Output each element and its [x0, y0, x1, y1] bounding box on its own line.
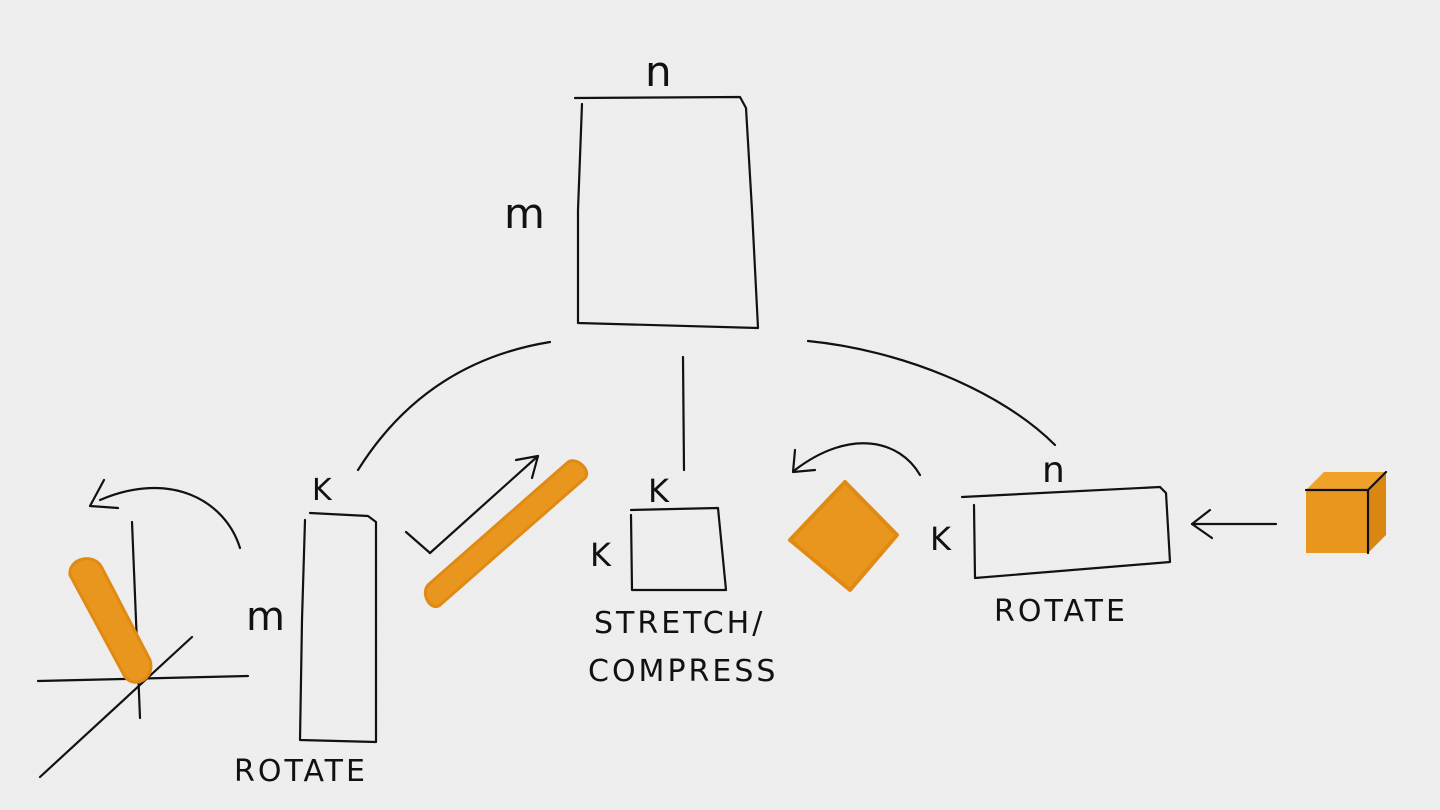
curved-arrow-right — [791, 442, 922, 477]
arrow-cube-to-right-matrix — [1190, 508, 1278, 540]
right-k-label: K — [930, 520, 952, 558]
middle-caption-line2: COMPRESS — [588, 654, 778, 689]
arc-right — [806, 339, 1057, 447]
left-matrix: K m ROTATE — [234, 473, 378, 789]
top-n-label: n — [645, 47, 672, 96]
right-matrix: n K ROTATE — [930, 450, 1172, 629]
axis-diagonal — [38, 635, 194, 779]
mid-k-top-label: K — [648, 472, 670, 510]
line-middle — [681, 355, 686, 472]
top-matrix: n m — [504, 47, 760, 330]
left-k-label: K — [312, 473, 333, 508]
curved-arrow-left — [88, 478, 242, 550]
top-m-label: m — [504, 189, 545, 238]
right-caption: ROTATE — [994, 594, 1128, 629]
stretch-arrow — [404, 454, 540, 555]
cube-face-front — [1306, 490, 1368, 553]
right-n-label: n — [1042, 450, 1065, 491]
cube-face-side — [1368, 472, 1386, 553]
middle-matrix: K K STRETCH/ COMPRESS — [588, 472, 778, 689]
left-m-label: m — [246, 594, 285, 640]
orange-tilted-bar — [68, 557, 153, 684]
orange-stretched-bar — [423, 459, 589, 609]
axes-3d — [36, 520, 250, 779]
orange-cube — [1304, 470, 1388, 555]
orange-diamond — [788, 480, 899, 592]
middle-caption-line1: STRETCH/ — [594, 606, 765, 641]
arc-left — [356, 340, 552, 472]
mid-k-side-label: K — [590, 536, 612, 574]
cube-face-top — [1306, 472, 1386, 490]
connectors — [356, 339, 1057, 472]
left-caption: ROTATE — [234, 754, 368, 789]
